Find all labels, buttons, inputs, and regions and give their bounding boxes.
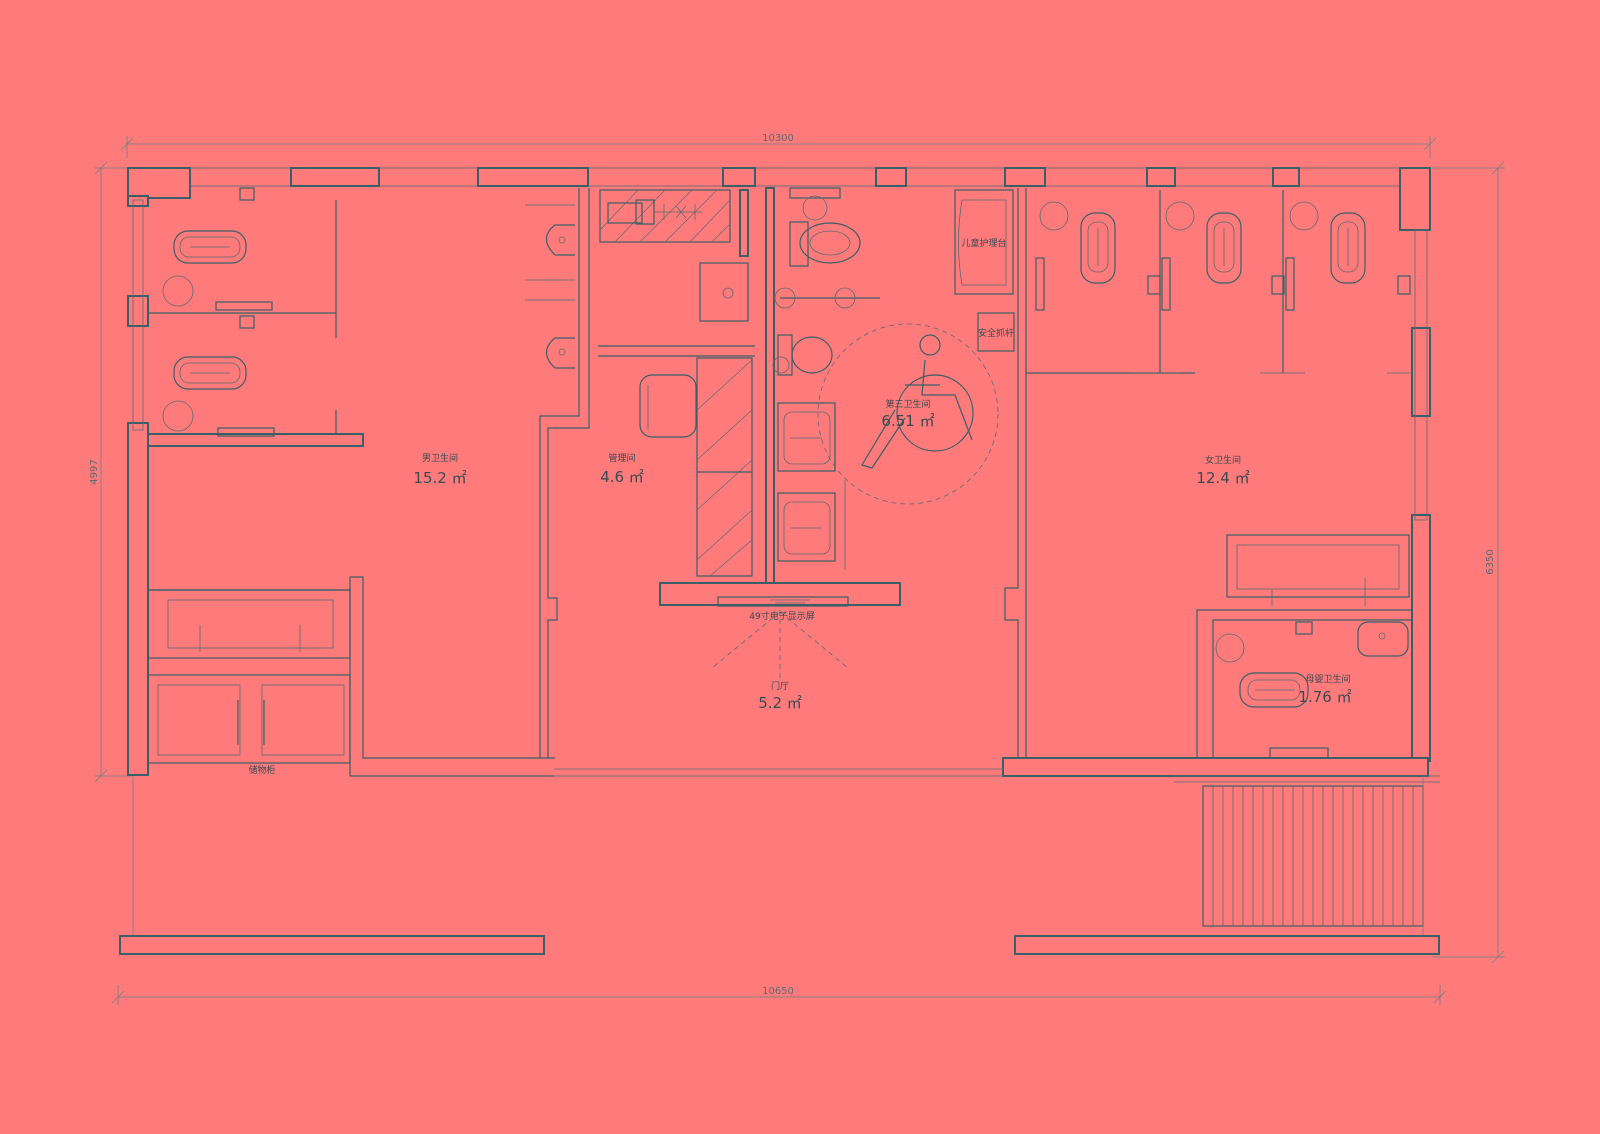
dim-top-width: 10300 (762, 133, 794, 144)
family-fixtures (1215, 621, 1409, 759)
room-label-men: 男卫生间 (422, 452, 458, 464)
outer-walls (127, 167, 1431, 777)
locker-label: 储物柜 (248, 764, 275, 776)
room-area-women: 12.4 ㎡ (1196, 469, 1249, 487)
room-area-family: 1.76 ㎡ (1298, 688, 1351, 706)
dim-left-height: 4997 (89, 459, 100, 484)
dimension-lines (94, 136, 1505, 1005)
dim-bottom-width: 10650 (762, 986, 794, 997)
room-label-hall: 门厅 (771, 680, 789, 692)
room-area-accessible: 6.51 ㎡ (881, 412, 934, 430)
women-fixtures (1035, 201, 1411, 606)
room-label-women: 女卫生间 (1205, 454, 1241, 466)
changing-table-label: 儿童护理台 (961, 237, 1006, 249)
room-area-men: 15.2 ㎡ (413, 469, 466, 487)
hatched-areas (599, 189, 753, 577)
room-label-utility: 管理间 (608, 452, 635, 464)
utility-fixtures (607, 199, 749, 438)
info-screen-label: 49寸电子显示屏 (749, 610, 814, 622)
safety-seat-label: 安全抓杆 (978, 327, 1014, 339)
room-area-hall: 5.2 ㎡ (758, 694, 802, 712)
hall-elements (711, 596, 849, 680)
wheelchair-icon (861, 334, 974, 469)
dim-right-height: 6350 (1485, 549, 1496, 574)
interior-walls (147, 187, 1412, 764)
entrance-ramp (1173, 775, 1440, 927)
room-area-utility: 4.6 ㎡ (600, 468, 644, 486)
door-swing-icon (711, 610, 849, 680)
site-boundary (119, 776, 1440, 955)
room-label-family: 母婴卫生间 (1305, 673, 1350, 685)
men-fixtures (157, 187, 575, 756)
room-label-accessible: 第三卫生间 (885, 398, 930, 410)
accessible-fixtures (772, 187, 1015, 570)
